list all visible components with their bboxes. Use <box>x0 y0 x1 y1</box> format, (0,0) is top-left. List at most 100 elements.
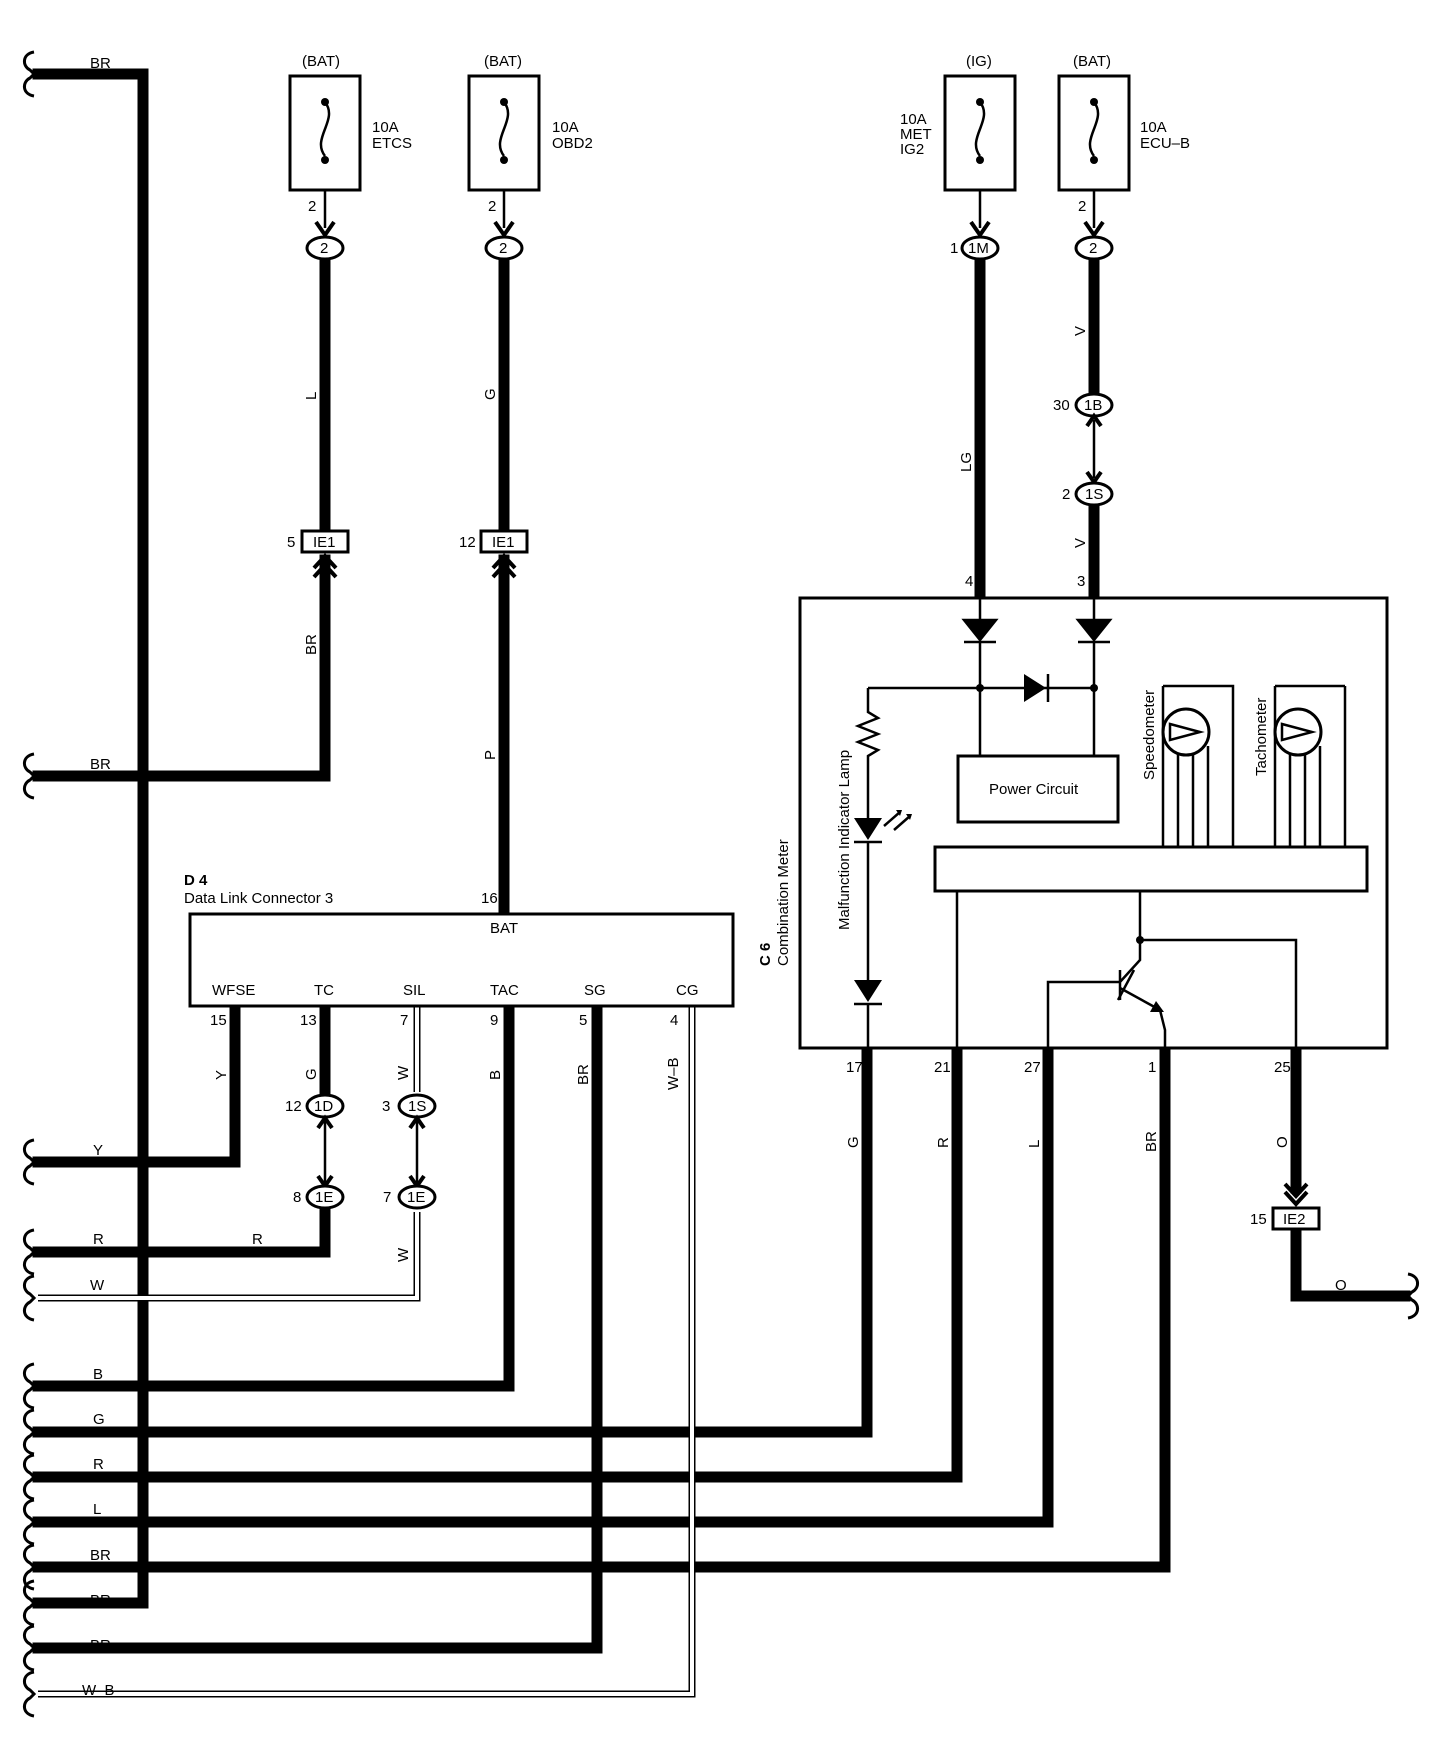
dlc-terminal: SG <box>584 982 606 999</box>
fuse-source: (IG) <box>966 53 992 70</box>
meter-pin: 17 <box>846 1059 863 1076</box>
connector-1e: 1E <box>407 1189 425 1206</box>
dlc-terminal: CG <box>676 982 699 999</box>
wire-g-17 <box>32 1040 873 1438</box>
fuse-name-2: IG2 <box>900 141 924 158</box>
vertical-wire-labels: L BR G P LG V V Y G W B BR W–B W G R L B… <box>213 326 1291 1262</box>
fuse-name: ETCS <box>372 135 412 152</box>
svg-text:G: G <box>845 1136 862 1148</box>
left-label: BR <box>90 1547 111 1564</box>
connector-pin: 8 <box>293 1189 301 1206</box>
fuse-obd2: (BAT) 10A OBD2 2 <box>467 53 593 239</box>
left-label: BR <box>90 1637 111 1654</box>
left-label: R <box>93 1231 104 1248</box>
wire-br-sg <box>32 996 603 1654</box>
fuse-source: (BAT) <box>302 53 340 70</box>
left-label: B <box>93 1366 103 1383</box>
dlc-terminal: WFSE <box>212 982 255 999</box>
wire-o-out <box>1290 1229 1411 1302</box>
svg-text:B: B <box>487 1070 504 1080</box>
left-label: G <box>93 1411 105 1428</box>
wire-y <box>32 996 241 1168</box>
svg-text:W: W <box>395 1065 412 1080</box>
left-label: R <box>93 1456 104 1473</box>
connector-pin: 30 <box>1053 397 1070 414</box>
meter-pin: 27 <box>1024 1059 1041 1076</box>
wires <box>32 68 1411 1654</box>
left-label: BR <box>90 1592 111 1609</box>
left-label: Y <box>93 1142 103 1159</box>
svg-text:O: O <box>1274 1136 1291 1148</box>
connector-2: 2 <box>1089 240 1097 257</box>
meter-code: C 6 <box>757 943 774 966</box>
svg-text:BR: BR <box>303 634 320 655</box>
connector-1m: 1M <box>968 240 989 257</box>
fuse-name: OBD2 <box>552 135 593 152</box>
connector-1e: 1E <box>315 1189 333 1206</box>
fuse-source: (BAT) <box>1073 53 1111 70</box>
fuse-ecu-b: (BAT) 10A ECU–B 2 <box>1057 53 1190 239</box>
connector-pin: 12 <box>285 1098 302 1115</box>
dlc-bat-pin: 16 <box>481 890 498 907</box>
connector-pin: 3 <box>382 1098 390 1115</box>
fuse-rating: 10A <box>1140 119 1167 136</box>
wire-color-o: O <box>1335 1277 1347 1294</box>
meter-pin: 4 <box>965 573 973 590</box>
dlc-pin: 15 <box>210 1012 227 1029</box>
dlc-pin: 13 <box>300 1012 317 1029</box>
connector-1d: 1D <box>314 1098 333 1115</box>
dlc-pin: 9 <box>490 1012 498 1029</box>
data-link-connector: D 4 Data Link Connector 3 16 BAT WFSE TC… <box>184 872 735 1029</box>
dlc-name: Data Link Connector 3 <box>184 890 333 907</box>
connector-pin: 5 <box>287 534 295 551</box>
wire-color-r: R <box>252 1231 263 1248</box>
dlc-bat-label: BAT <box>490 920 518 937</box>
wire-r-21 <box>32 1040 963 1483</box>
connector-1b: 1B <box>1084 397 1102 414</box>
meter-pin: 21 <box>934 1059 951 1076</box>
connector-pin: 7 <box>383 1189 391 1206</box>
left-label: W <box>90 1277 105 1294</box>
fuse-pin: 2 <box>1078 198 1086 215</box>
connector-2: 2 <box>320 240 328 257</box>
svg-text:L: L <box>1026 1140 1043 1148</box>
wire-b-tac <box>32 996 515 1392</box>
fuse-name: ECU–B <box>1140 135 1190 152</box>
connector-ie1: IE1 <box>313 534 336 551</box>
tachometer-label: Tachometer <box>1253 698 1270 776</box>
connector-pin: 1 <box>950 240 958 257</box>
connector-pin: 2 <box>1062 486 1070 503</box>
wire-r-tc <box>32 1206 331 1258</box>
meter-pin: 25 <box>1274 1059 1291 1076</box>
wire-br-main <box>32 68 149 1609</box>
dlc-pin: 7 <box>400 1012 408 1029</box>
fuse-rating: 10A <box>372 119 399 136</box>
svg-text:V: V <box>1072 538 1089 548</box>
wire-br-etcs <box>32 554 331 782</box>
svg-text:W: W <box>395 1247 412 1262</box>
dlc-pin: 4 <box>670 1012 678 1029</box>
connector-1s: 1S <box>1085 486 1103 503</box>
svg-text:L: L <box>303 392 320 400</box>
left-label: BR <box>90 756 111 773</box>
mil-label: Malfunction Indicator Lamp <box>836 750 853 930</box>
connector-pin: 15 <box>1250 1211 1267 1228</box>
fuse-source: (BAT) <box>484 53 522 70</box>
svg-text:W–B: W–B <box>665 1057 682 1090</box>
dlc-code: D 4 <box>184 872 208 889</box>
svg-text:BR: BR <box>1143 1131 1160 1152</box>
dlc-pin: 5 <box>579 1012 587 1029</box>
fuse-rating: 10A <box>900 111 927 128</box>
wire-br-1 <box>32 1040 1171 1573</box>
connector-pin: 12 <box>459 534 476 551</box>
connector-ie2: IE2 <box>1283 1211 1306 1228</box>
oval-connectors: 2 2 1M 1 2 1B 30 1S 2 1D 12 1S 3 1E 8 1E… <box>285 235 1114 1210</box>
fuse-pin: 2 <box>488 198 496 215</box>
left-label: L <box>93 1501 101 1518</box>
left-wire-labels: BR BR Y R W B G R L BR BR BR W–B R O <box>82 55 1347 1699</box>
svg-text:R: R <box>935 1137 952 1148</box>
meter-pin: 3 <box>1077 573 1085 590</box>
fuse-name: MET <box>900 126 932 143</box>
fuse-etcs: (BAT) 10A ETCS 2 <box>288 53 412 239</box>
svg-text:V: V <box>1072 326 1089 336</box>
